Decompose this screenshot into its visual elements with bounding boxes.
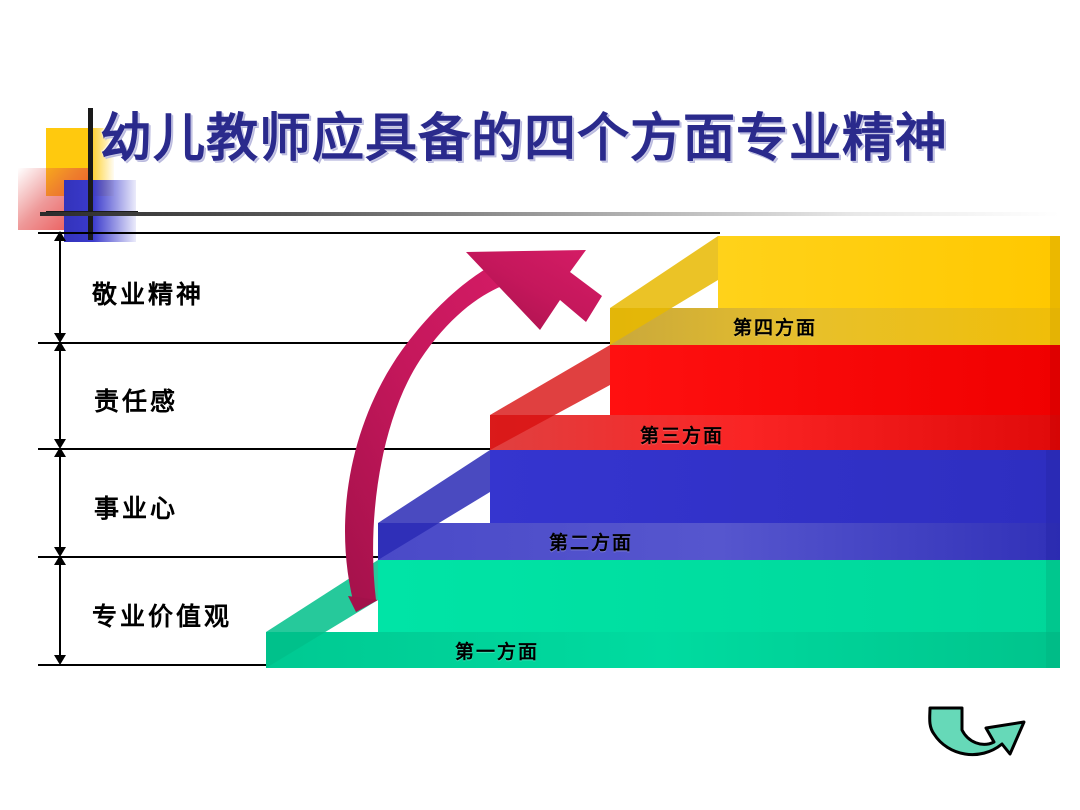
growth-arrow-icon xyxy=(345,250,602,612)
scale-label-1: 敬业精神 xyxy=(92,280,205,309)
scale-gridline-top xyxy=(38,232,720,234)
scale-gridline-bottom xyxy=(38,664,266,666)
scale-span-3 xyxy=(54,447,66,557)
scale-label-2: 责任感 xyxy=(94,387,179,416)
step-label-1: 第一方面 xyxy=(455,641,540,663)
scale-span-4 xyxy=(54,555,66,665)
title-divider xyxy=(40,212,1060,216)
corner-swoosh-arrow-icon xyxy=(928,706,1026,757)
page-title: 幼儿教师应具备的四个方面专业精神 xyxy=(100,108,949,169)
scale-label-4: 专业价值观 xyxy=(92,602,233,631)
scale-gridline-1 xyxy=(38,342,720,344)
scale-label-3: 事业心 xyxy=(94,494,179,523)
scale-span-1 xyxy=(54,231,66,343)
step-2-blue[interactable] xyxy=(378,450,1060,560)
scale-span-2 xyxy=(54,341,66,449)
step-label-3: 第三方面 xyxy=(640,425,725,447)
step-4-yellow[interactable] xyxy=(610,236,1060,345)
step-3-red[interactable] xyxy=(490,345,1060,450)
step-label-2: 第二方面 xyxy=(549,532,634,554)
step-1-green[interactable] xyxy=(266,560,1060,668)
scale-gridline-2 xyxy=(38,448,643,450)
step-label-4: 第四方面 xyxy=(733,317,818,339)
scale-gridline-3 xyxy=(38,556,458,558)
